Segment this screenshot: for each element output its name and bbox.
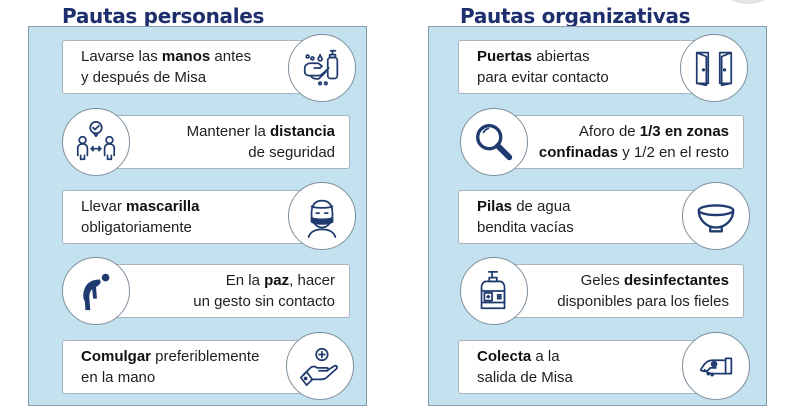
- decorative-circle: [718, 0, 778, 4]
- open-doors-icon: [680, 34, 748, 102]
- giving-hand-icon: [682, 332, 750, 400]
- magnifier-icon: [460, 108, 528, 176]
- communion-hand-icon: [286, 332, 354, 400]
- bowl-icon: [682, 182, 750, 250]
- hand-washing-icon: [288, 34, 356, 102]
- section-title-personal: Pautas personales: [62, 4, 265, 28]
- section-title-organizational: Pautas organizativas: [460, 4, 691, 28]
- bowing-person-icon: [62, 257, 130, 325]
- social-distance-icon: [62, 108, 130, 176]
- face-mask-icon: [288, 182, 356, 250]
- sanitizer-bottle-icon: [460, 257, 528, 325]
